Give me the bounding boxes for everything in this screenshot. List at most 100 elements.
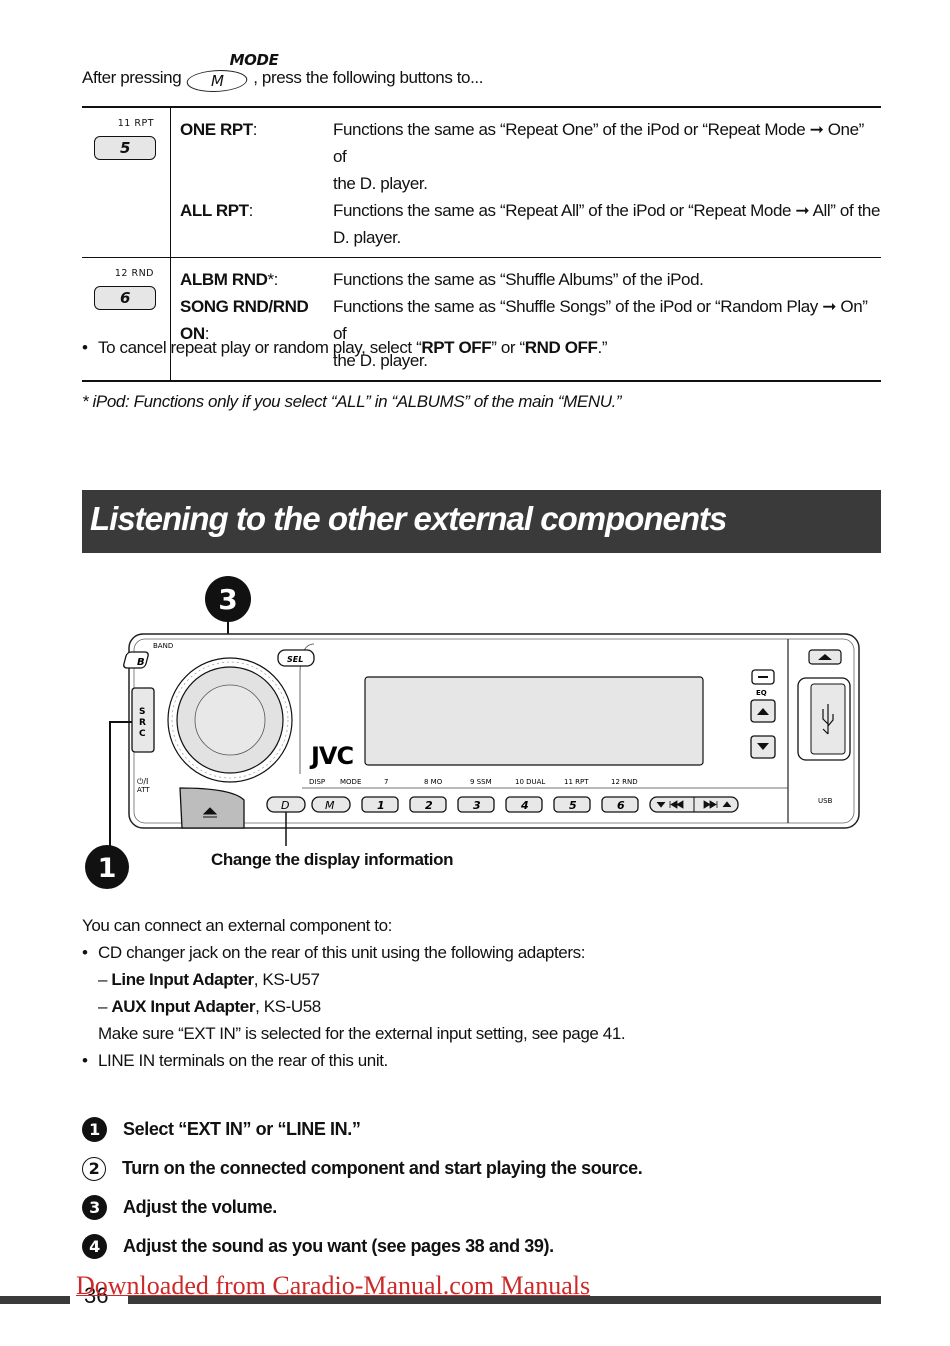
section-heading-bar xyxy=(82,490,881,553)
step-number: 1 xyxy=(82,1117,107,1142)
key-caption: 11 RPT xyxy=(117,118,154,129)
list-item: •LINE IN terminals on the rear of this u… xyxy=(82,1047,625,1074)
jvc-logo: JVC xyxy=(309,742,354,770)
list-item: • CD changer jack on the rear of this uni… xyxy=(82,939,625,966)
car-stereo-diagram: 3 BAND B SEL S R C ⏻/I ATT JVC EQ USB xyxy=(85,576,860,889)
sel-label: SEL xyxy=(287,655,303,664)
mode-caption: MODE xyxy=(229,51,279,69)
mode-button-icon: MODE M xyxy=(183,51,279,92)
row-label-8: 8 MO xyxy=(424,778,443,786)
function-term: ALBM RND xyxy=(180,270,268,289)
mode-key-label: M xyxy=(211,72,224,90)
prev-seek-icon xyxy=(656,800,684,809)
preset-4-label: 4 xyxy=(520,799,529,812)
list-item: – Line Input Adapter, KS-U57 xyxy=(82,966,625,993)
preset-5-label: 5 xyxy=(569,799,577,812)
row-label-7: 7 xyxy=(384,778,388,786)
step-1: 1 Select “EXT IN” or “LINE IN.” xyxy=(82,1110,642,1149)
step-3: 3 Adjust the volume. xyxy=(82,1188,642,1227)
step-2: 2 Turn on the connected component and st… xyxy=(82,1149,643,1188)
function-desc: the D. player. xyxy=(333,351,428,370)
callout-1-label: 1 xyxy=(98,853,117,884)
up-arrow-icon xyxy=(757,708,769,715)
footer-bar-left xyxy=(0,1296,70,1304)
dash: – xyxy=(98,997,108,1016)
mode-button-icon xyxy=(311,796,351,813)
down-arrow-icon xyxy=(757,743,769,750)
step-number: 4 xyxy=(82,1234,107,1259)
function-descriptions: ONE RPT: Functions the same as “Repeat O… xyxy=(171,108,881,257)
diagram-caption: Change the display information xyxy=(211,850,454,869)
next-seek-icon xyxy=(703,800,732,809)
rpt-off-label: RPT OFF xyxy=(421,338,492,357)
table-line: ONE RPT: Functions the same as “Repeat O… xyxy=(180,116,881,170)
usb-symbol-icon xyxy=(822,704,834,735)
sel-button-icon xyxy=(277,649,315,667)
intro-after: , press the following buttons to... xyxy=(253,68,484,87)
bullet-text: CD changer jack on the rear of this unit… xyxy=(98,943,586,962)
footnote: * iPod: Functions only if you select “AL… xyxy=(82,392,622,411)
page-number: 36 xyxy=(84,1283,109,1308)
step-4: 4 Adjust the sound as you want (see page… xyxy=(82,1227,642,1266)
knob-center xyxy=(194,684,266,756)
function-desc: Functions the same as “Repeat All” of th… xyxy=(333,201,881,220)
bullet-text: LINE IN terminals on the rear of this un… xyxy=(98,1051,388,1070)
callout-3-label: 3 xyxy=(218,583,237,616)
function-term: ONE RPT xyxy=(180,120,253,139)
table-line: the D. player. xyxy=(180,170,881,197)
callout-3-circle xyxy=(205,576,251,622)
step-number: 2 xyxy=(82,1156,106,1181)
bullet: • xyxy=(82,943,88,962)
callout-1-circle xyxy=(85,845,129,889)
step-text: Select “EXT IN” or “LINE IN.” xyxy=(123,1119,361,1139)
preset-3-icon xyxy=(457,796,495,813)
watermark-link[interactable]: Downloaded from Caradio-Manual.com Manua… xyxy=(76,1271,591,1300)
table-line: D. player. xyxy=(180,224,881,251)
body-text: You can connect an external component to… xyxy=(82,912,626,1074)
step-text: Adjust the volume. xyxy=(123,1197,277,1217)
term-suffix: : xyxy=(248,201,254,220)
preset-6-label: 6 xyxy=(617,799,625,812)
function-term: SONG RND/RND ON xyxy=(180,297,309,343)
att-label: ATT xyxy=(137,786,150,794)
power-label: ⏻/I xyxy=(137,777,148,786)
function-descriptions: ALBM RND*: Functions the same as “Shuffl… xyxy=(171,258,881,380)
dash: – xyxy=(98,970,108,989)
eject-button-icon xyxy=(179,787,245,829)
step-text: Adjust the sound as you want (see pages … xyxy=(123,1236,554,1256)
key-cell-6: 12 RND 6 xyxy=(82,258,171,380)
eq-label: EQ xyxy=(756,689,767,697)
intro-line: After pressing MODE M , press the follow… xyxy=(82,51,484,92)
adapter-name: Line Input Adapter xyxy=(111,970,254,989)
callout-1-line xyxy=(109,721,132,846)
key-caption: 12 RND xyxy=(114,268,154,279)
table-line: ALL RPT: Functions the same as “Repeat A… xyxy=(180,197,881,224)
function-term: ALL RPT xyxy=(180,201,249,220)
function-desc: the D. player. xyxy=(333,174,428,193)
src-letter-c: C xyxy=(139,729,146,739)
disp-button-label: D xyxy=(281,799,289,812)
step-number: 3 xyxy=(82,1195,107,1220)
row-label-12: 12 RND xyxy=(611,778,638,786)
table-line: the D. player. xyxy=(180,347,881,374)
src-letter-r: R xyxy=(139,718,146,728)
preset-5-icon xyxy=(553,796,591,813)
list-item: – AUX Input Adapter, KS-U58 xyxy=(82,993,625,1020)
note-text: ” or “ xyxy=(491,338,525,357)
preset-6-icon xyxy=(601,796,639,813)
section-title: Listening to the other external componen… xyxy=(90,500,727,537)
button-5-icon: 5 xyxy=(94,136,156,160)
eq-dash xyxy=(758,676,768,678)
make-sure-note: Make sure “EXT IN” is selected for the e… xyxy=(98,1024,626,1043)
preset-4-icon xyxy=(505,796,543,813)
body-intro: You can connect an external component to… xyxy=(82,916,392,935)
note-text: .” xyxy=(597,338,608,357)
src-button-icon xyxy=(131,687,155,753)
usb-label: USB xyxy=(818,797,833,805)
button-row: D M 1 2 3 4 5 6 xyxy=(266,796,739,813)
row-label-disp: DISP xyxy=(309,778,325,786)
preset-2-label: 2 xyxy=(425,799,433,812)
band-caption: BAND xyxy=(153,642,173,650)
mode-button-label: M xyxy=(325,799,335,812)
band-button-icon xyxy=(123,651,149,669)
